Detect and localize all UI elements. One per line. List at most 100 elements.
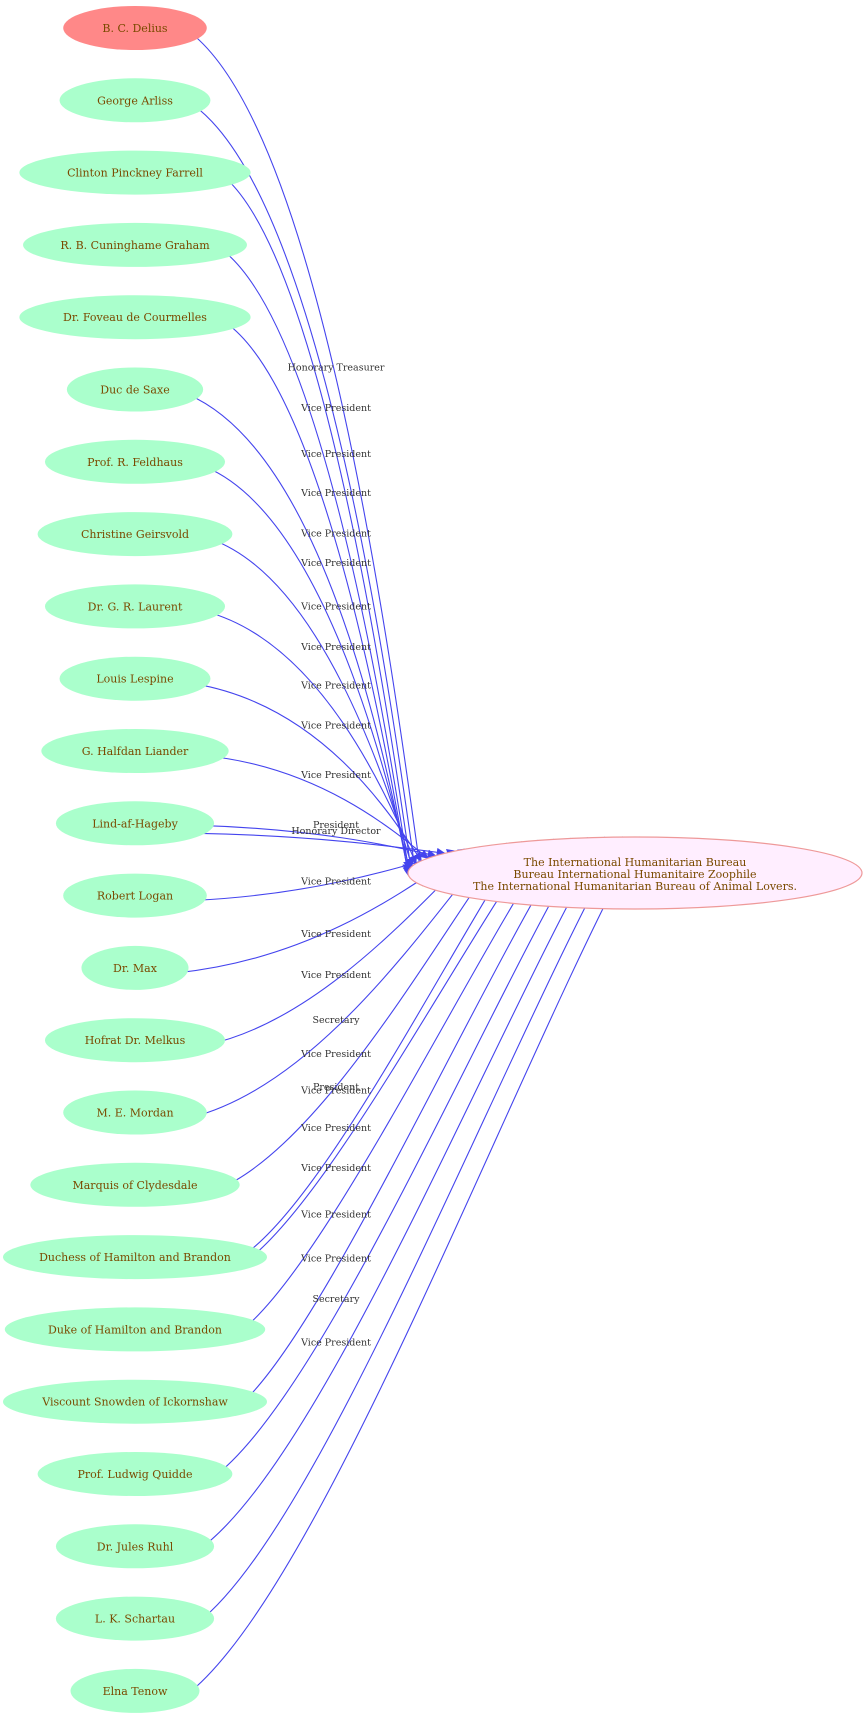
edge-label-vice-president: Vice President [300, 558, 371, 569]
node-label: George Arliss [97, 94, 173, 107]
node-shape [81, 945, 189, 990]
edge-dr-jules-ruhl-vice-president [196, 836, 605, 1552]
node-shape [70, 1668, 200, 1713]
node-george-arliss[interactable]: George Arliss [59, 78, 211, 123]
edge-label-vice-president: Vice President [300, 528, 371, 539]
edge-viscount-snowden-of-ickornshaw-vice-president [237, 837, 571, 1408]
edge-label-secretary: Secretary [312, 1015, 360, 1026]
node-prof-r-feldhaus[interactable]: Prof. R. Feldhaus [44, 439, 226, 484]
node-label: Marquis of Clydesdale [72, 1179, 197, 1192]
node-viscount-snowden-of-ickornshaw[interactable]: Viscount Snowden of Ickornshaw [3, 1379, 267, 1424]
edge-label-vice-president: Vice President [300, 1254, 371, 1265]
node-label: Dr. Max [113, 962, 158, 975]
edge-dr-foveau-de-courmelles-vice-president [224, 321, 412, 876]
node-shape [63, 873, 207, 918]
edge-duchess-of-hamilton-and-brandon-president [237, 841, 522, 1260]
hub-ellipse [407, 836, 863, 910]
edge-label-vice-president: Vice President [300, 877, 371, 888]
node-duchess-of-hamilton-and-brandon[interactable]: Duchess of Hamilton and Brandon [3, 1235, 267, 1280]
node-label: Dr. Foveau de Courmelles [63, 311, 207, 324]
node-b-c-delius[interactable]: B. C. Delius [63, 6, 207, 50]
node-dr-jules-ruhl[interactable]: Dr. Jules Ruhl [55, 1524, 215, 1569]
edge-duc-de-saxe-vice-president [187, 393, 411, 873]
node-duc-de-saxe[interactable]: Duc de Saxe [66, 367, 204, 412]
node-shape [3, 1235, 267, 1280]
node-g-halfdan-liander[interactable]: G. Halfdan Liander [41, 729, 229, 773]
node-label: L. K. Schartau [95, 1613, 175, 1626]
node-shape [23, 222, 247, 267]
node-m-e-mordan[interactable]: M. E. Mordan [63, 1090, 207, 1135]
edge-label-vice-president: Vice President [300, 1123, 371, 1134]
node-elna-tenow[interactable]: Elna Tenow [70, 1668, 200, 1713]
node-r-b-cuninghame-graham[interactable]: R. B. Cuninghame Graham [23, 222, 247, 267]
node-shape [63, 6, 207, 50]
node-label: G. Halfdan Liander [82, 745, 189, 758]
edge-label-vice-president: Vice President [300, 1210, 371, 1221]
node-christine-geirsvold[interactable]: Christine Geirsvold [37, 512, 233, 557]
edge-label-vice-president: Vice President [300, 720, 371, 731]
node-shape [37, 512, 233, 557]
edge-label-vice-president: Vice President [300, 929, 371, 940]
node-shape [44, 584, 226, 629]
edge-label-vice-president: Vice President [300, 970, 371, 981]
edge-christine-geirsvold-vice-president [210, 538, 414, 868]
edge-louis-lespine-vice-president [193, 683, 422, 862]
edge-label-vice-president: Vice President [300, 1337, 371, 1348]
node-dr-foveau-de-courmelles[interactable]: Dr. Foveau de Courmelles [19, 295, 251, 340]
node-shape [41, 729, 229, 773]
node-l-k-schartau[interactable]: L. K. Schartau [55, 1596, 215, 1641]
node-shape [4, 1307, 266, 1352]
node-shape [59, 78, 211, 123]
hub-subtitle: Bureau International Humanitaire Zoophil… [513, 868, 756, 881]
edge-lind-af-hageby-honorary-director [196, 832, 446, 857]
node-shape [59, 656, 211, 701]
node-label: M. E. Mordan [96, 1107, 173, 1120]
node-shape [66, 367, 204, 412]
node-shape [37, 1452, 233, 1496]
node-shape [55, 801, 215, 846]
node-label: Robert Logan [97, 890, 173, 903]
node-shape [19, 150, 251, 195]
node-robert-logan[interactable]: Robert Logan [63, 873, 207, 918]
edge-r-b-cuninghame-graham-vice-president [221, 249, 413, 879]
node-label: B. C. Delius [102, 22, 168, 35]
node-label: Prof. Ludwig Quidde [77, 1468, 192, 1481]
node-marquis-of-clydesdale[interactable]: Marquis of Clydesdale [30, 1162, 240, 1207]
node-label: Christine Geirsvold [81, 528, 189, 541]
node-label: Dr. Jules Ruhl [97, 1540, 174, 1553]
node-shape [55, 1524, 215, 1569]
node-label: Prof. R. Feldhaus [87, 456, 183, 469]
node-label: Duchess of Hamilton and Brandon [39, 1251, 231, 1264]
node-shape [19, 295, 251, 340]
node-dr-g-r-laurent[interactable]: Dr. G. R. Laurent [44, 584, 226, 629]
edge-clinton-pinckney-farrell-vice-president [224, 177, 416, 882]
edge-label-vice-president: Vice President [300, 642, 371, 653]
node-shape [55, 1596, 215, 1641]
edge-g-halfdan-liander-vice-president [208, 755, 429, 859]
node-prof-ludwig-quidde[interactable]: Prof. Ludwig Quidde [37, 1452, 233, 1496]
node-label: Duc de Saxe [100, 384, 169, 397]
node-clinton-pinckney-farrell[interactable]: Clinton Pinckney Farrell [19, 150, 251, 195]
edge-label-president: President [313, 1082, 359, 1093]
edge-label-vice-president: Vice President [300, 488, 371, 499]
node-shape [3, 1379, 267, 1424]
edge-elna-tenow-vice-president [184, 836, 641, 1697]
node-label: Hofrat Dr. Melkus [85, 1034, 186, 1047]
hub-node: The International Humanitarian Bureau Bu… [407, 836, 863, 910]
node-shape [30, 1162, 240, 1207]
node-duke-of-hamilton-and-brandon[interactable]: Duke of Hamilton and Brandon [4, 1307, 266, 1352]
node-label: R. B. Cuninghame Graham [60, 239, 210, 252]
edge-label-vice-president: Vice President [300, 602, 371, 613]
node-shape [44, 439, 226, 484]
edge-prof-ludwig-quidde-vice-president [210, 837, 588, 1480]
node-hofrat-dr-melkus[interactable]: Hofrat Dr. Melkus [44, 1018, 226, 1063]
node-louis-lespine[interactable]: Louis Lespine [59, 656, 211, 701]
node-label: Lind-af-Hageby [92, 817, 178, 830]
node-dr-max[interactable]: Dr. Max [81, 945, 189, 990]
node-lind-af-hageby[interactable]: Lind-af-Hageby [55, 801, 215, 846]
edge-label-vice-president: Vice President [300, 1049, 371, 1060]
edge-label-vice-president: Vice President [300, 1085, 371, 1096]
